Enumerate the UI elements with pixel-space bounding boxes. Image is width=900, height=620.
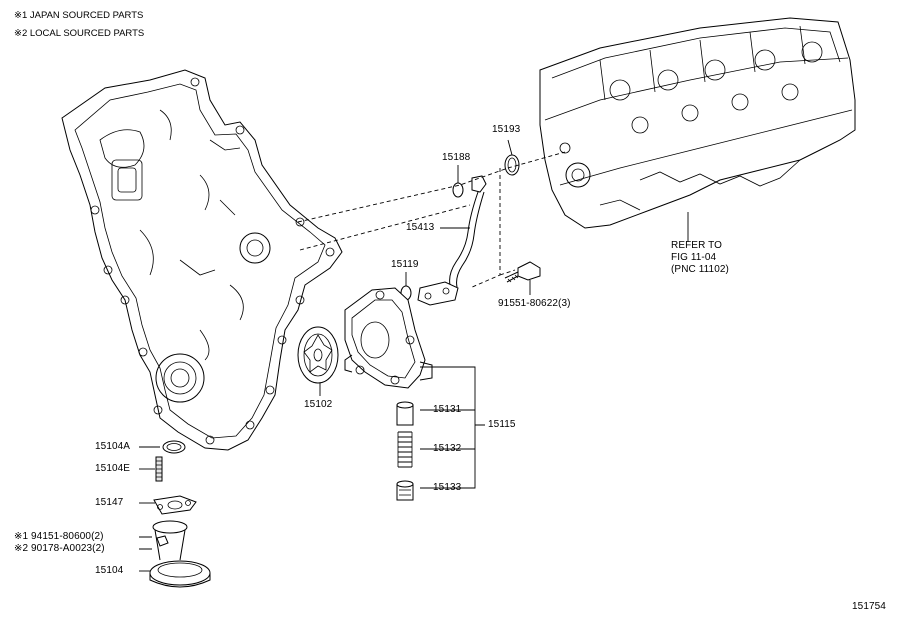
label-15132[interactable]: 15132 — [433, 443, 462, 454]
label-15115[interactable]: 15115 — [488, 419, 516, 430]
timing-chain-cover-drawing — [61, 69, 343, 451]
cylinder-head-drawing — [539, 17, 856, 229]
label-15413[interactable]: 15413 — [406, 222, 435, 233]
label-91551-80622[interactable]: 91551-80622(3) — [498, 298, 571, 309]
label-15104[interactable]: 15104 — [95, 565, 124, 576]
leader-lines — [139, 139, 689, 572]
figure-number: 151754 — [852, 601, 886, 612]
alignment-line-upper — [297, 151, 566, 223]
alignment-line-lower — [299, 204, 471, 251]
label-15133[interactable]: 15133 — [433, 482, 462, 493]
legend-japan-sourced: ※1 JAPAN SOURCED PARTS — [14, 10, 144, 21]
oil-pipe-drawing — [417, 175, 487, 306]
label-15147[interactable]: 15147 — [95, 497, 124, 508]
label-15193[interactable]: 15193 — [492, 124, 521, 135]
label-15102[interactable]: 15102 — [304, 399, 333, 410]
label-refer-to: REFER TO — [671, 240, 722, 251]
strainer-assembly — [153, 440, 197, 515]
label-90178-A0023[interactable]: ※2 90178-A0023(2) — [14, 543, 105, 554]
legend-local-sourced: ※2 LOCAL SOURCED PARTS — [14, 28, 145, 39]
label-15104E[interactable]: 15104E — [95, 463, 131, 474]
label-refer-pnc: (PNC 11102) — [671, 264, 729, 275]
relief-valve-parts — [396, 401, 414, 501]
oil-pump-rotor-15102 — [297, 326, 339, 384]
oil-strainer-drawing — [149, 520, 211, 588]
label-15131[interactable]: 15131 — [433, 404, 462, 415]
bolt-91551 — [504, 261, 541, 283]
oil-pump-drawing — [344, 287, 433, 389]
label-refer-fig[interactable]: FIG 11-04 — [671, 252, 717, 263]
alignment-line-bolt — [499, 269, 516, 276]
label-15188[interactable]: 15188 — [442, 152, 471, 163]
label-94151-80600[interactable]: ※1 94151-80600(2) — [14, 531, 104, 542]
label-15119[interactable]: 15119 — [391, 259, 419, 270]
label-15104A[interactable]: 15104A — [95, 441, 131, 452]
